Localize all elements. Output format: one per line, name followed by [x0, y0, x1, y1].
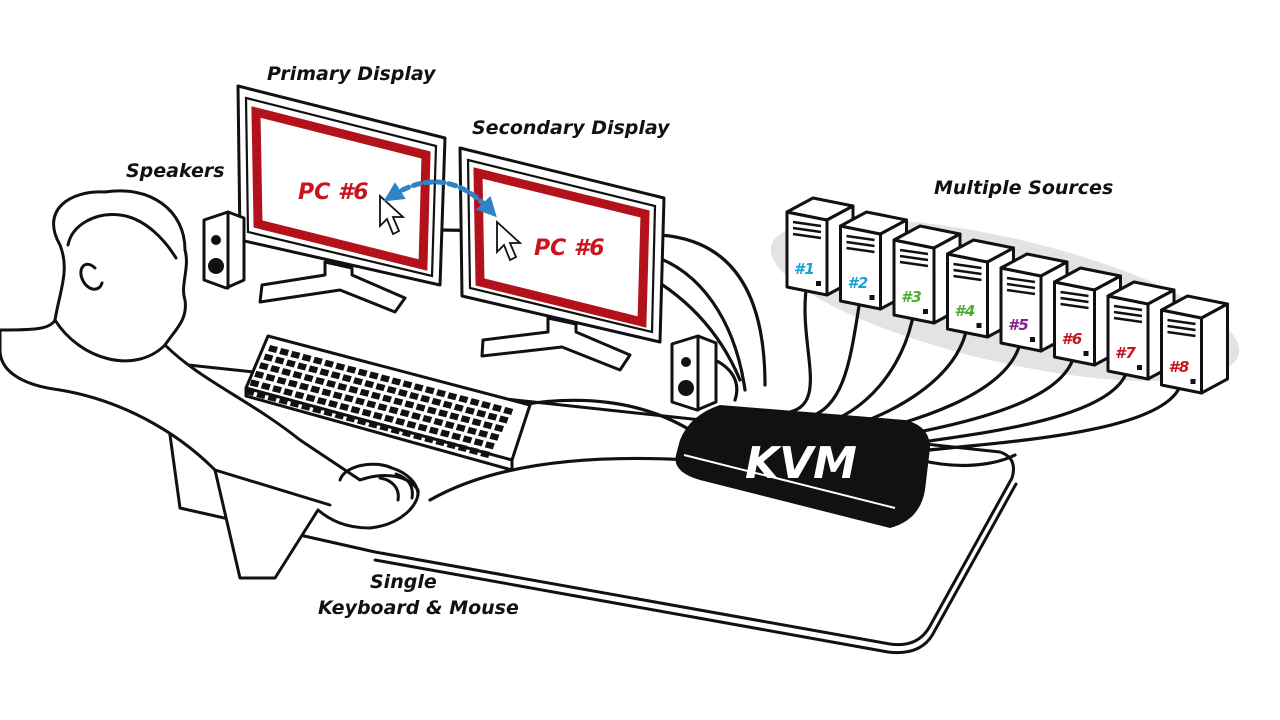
- kvm-label: KVM: [745, 438, 857, 489]
- multiple-sources-label: Multiple Sources: [934, 177, 1113, 199]
- source-label: #8: [1169, 358, 1190, 376]
- secondary-display-cable: [658, 233, 767, 387]
- source-cable: [804, 295, 863, 420]
- source-label: #4: [955, 302, 976, 320]
- kvm-highlight: [683, 454, 896, 509]
- person-ear: [79, 262, 104, 291]
- secondary-display: PC #6: [458, 146, 666, 372]
- source-label: #5: [1008, 316, 1029, 334]
- kvm-output-cable: [918, 453, 1017, 468]
- person: [0, 189, 420, 580]
- input-devices-label-line2: Keyboard & Mouse: [318, 597, 519, 619]
- source-towers: #1 #2 #3 #4 #5 #6 #7 #8: [785, 196, 1229, 395]
- person-fingers: [378, 472, 414, 502]
- primary-display: PC #6: [236, 84, 447, 314]
- secondary-display-screen: [473, 167, 650, 328]
- right-speaker: [670, 334, 718, 412]
- desk-edge: [373, 482, 1018, 655]
- secondary-display-cable-2: [648, 253, 747, 392]
- source-label: #3: [901, 288, 922, 306]
- source-label: #2: [848, 274, 869, 292]
- speakers-label: Speakers: [126, 160, 225, 182]
- keyboard-keys: [245, 345, 514, 458]
- kvm-switch[interactable]: KVM: [675, 405, 931, 528]
- kvm-body: [675, 405, 930, 528]
- source-cable: [788, 281, 812, 414]
- source-tower: #8: [1160, 294, 1229, 395]
- person-hand: [338, 462, 420, 497]
- cursor-switch-arrow: [383, 179, 497, 218]
- source-label: #7: [1115, 344, 1136, 362]
- left-speaker: [202, 210, 246, 290]
- mouse-cable: [428, 456, 692, 502]
- person-arm: [213, 468, 332, 507]
- primary-display-screen: [251, 106, 431, 271]
- secondary-display-pc-label: PC #6: [534, 236, 605, 261]
- secondary-cursor-icon: [496, 219, 523, 262]
- keyboard-cable: [518, 398, 692, 432]
- keyboard: [244, 334, 532, 472]
- primary-display-label: Primary Display: [267, 63, 437, 85]
- source-label: #1: [794, 260, 815, 278]
- person-hair: [66, 213, 178, 260]
- secondary-display-label: Secondary Display: [472, 117, 671, 139]
- secondary-display-stand: [480, 316, 632, 372]
- primary-display-stand: [258, 260, 407, 314]
- primary-display-pc-label: PC #6: [298, 180, 369, 205]
- source-label: #6: [1062, 330, 1083, 348]
- person-collar: [53, 318, 167, 363]
- input-devices-label-line1: Single: [370, 571, 437, 593]
- speaker-cable: [713, 358, 739, 402]
